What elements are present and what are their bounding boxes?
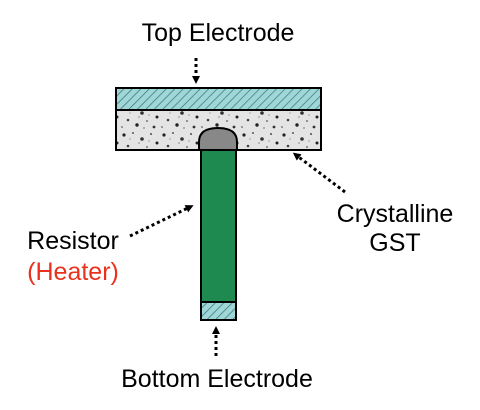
resistor-label: Resistor [27, 227, 119, 255]
crystalline-label: Crystalline [337, 200, 454, 228]
top-electrode-label: Top Electrode [142, 19, 295, 47]
gst-label: GST [369, 229, 420, 257]
bottom-electrode-layer [200, 301, 237, 321]
resistor-arrow [129, 205, 194, 238]
top-electrode-layer [115, 87, 322, 111]
bottom-electrode-label: Bottom Electrode [121, 365, 313, 393]
heater-label: (Heater) [27, 258, 119, 286]
active-region-dome [198, 126, 238, 151]
heater-pillar [200, 149, 237, 303]
crystalline-arrow [292, 152, 346, 194]
